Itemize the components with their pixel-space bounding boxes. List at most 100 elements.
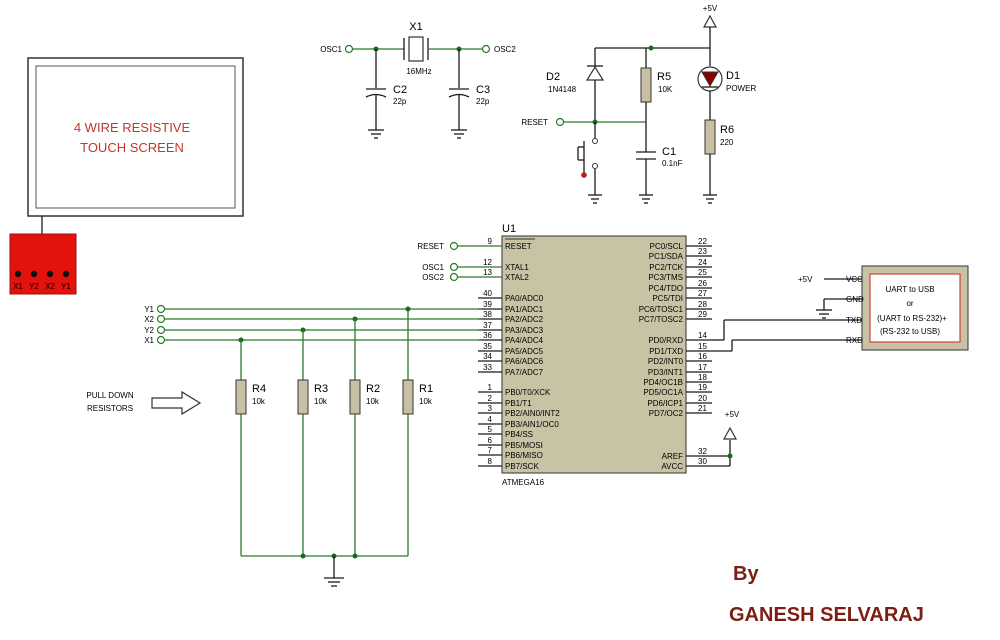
uart-supply-label: +5V — [798, 275, 813, 284]
d1-value: POWER — [726, 84, 756, 93]
mcu-pin-name: PC3/TMS — [648, 273, 683, 282]
mcu-pin-number: 6 — [488, 436, 493, 445]
mcu-pin-name: PA5/ADC5 — [505, 347, 544, 356]
mcu-pin-number: 15 — [698, 342, 707, 351]
c1-ref: C1 — [662, 146, 676, 158]
crystal-circuit: OSC1 OSC2 X1 16MHz C2 22p C3 22p — [320, 21, 516, 139]
mcu-pin-number: 25 — [698, 268, 707, 277]
mcu-pin-name: PC1/SDA — [649, 252, 684, 261]
mcu-pin-name: PA6/ADC6 — [505, 357, 544, 366]
mcu-pin-number: 26 — [698, 279, 707, 288]
mcu-pin-name: XTAL1 — [505, 263, 529, 272]
uart-module: UART to USB or (UART to RS-232)+ (RS-232… — [798, 265, 969, 351]
mcu-pin-name: PD3/INT1 — [648, 368, 684, 377]
mcu-pin-number: 8 — [488, 457, 493, 466]
mcu-pin-number: 18 — [698, 373, 707, 382]
uart-text-1: UART to USB — [885, 285, 934, 294]
mcu-pin-number: 5 — [488, 425, 493, 434]
mcu-pin-number: 39 — [483, 300, 492, 309]
uart-text-3: (UART to RS-232)+ — [877, 314, 947, 323]
crystal-value: 16MHz — [406, 67, 431, 76]
touch-screen: 4 WIRE RESISTIVE TOUCH SCREEN X1 Y2 X2 Y… — [9, 57, 244, 295]
mcu-pin-name: PC5/TDI — [652, 294, 683, 303]
uart-wiring: +5V — [712, 319, 846, 467]
c2-ref: C2 — [393, 84, 407, 96]
osc1-net-label: OSC1 — [422, 263, 444, 272]
mcu-pin-name: PC4/TDO — [648, 284, 683, 293]
mcu-pin-name: PD1/TXD — [649, 347, 683, 356]
mcu-pin-number: 3 — [488, 404, 493, 413]
mcu-pin-name: PB4/SS — [505, 430, 533, 439]
bus-label-x2: X2 — [144, 315, 154, 324]
r4-ref: R4 — [252, 383, 266, 395]
mcu-pin-number: 12 — [483, 258, 492, 267]
mcu-pin-name: PB6/MISO — [505, 451, 543, 460]
mcu-pin-number: 34 — [483, 352, 492, 361]
mcu-pin-number: 33 — [483, 363, 492, 372]
r3-ref: R3 — [314, 383, 328, 395]
uart-text-4: (RS-232 to USB) — [880, 327, 940, 336]
mcu-pin-name: PC0/SCL — [650, 242, 684, 251]
mcu-pin-name: XTAL2 — [505, 273, 529, 282]
mcu-pin-name: AREF — [662, 452, 683, 461]
connector-pin-x1: X1 — [13, 282, 23, 291]
connector-pin-y2: Y2 — [29, 282, 39, 291]
reset-circuit: +5V D2 1N4148 R5 10K RESET — [521, 4, 718, 204]
mcu-pin-number: 16 — [698, 352, 707, 361]
c3-ref: C3 — [476, 84, 490, 96]
reset-top-label: RESET — [521, 118, 548, 127]
mcu-pin-number: 23 — [698, 247, 707, 256]
bus-label-y2: Y2 — [144, 326, 154, 335]
mcu-pin-name: PD5/OC1A — [643, 388, 683, 397]
uart-pin-rxd: RXD — [846, 336, 863, 345]
r1-value: 10k — [419, 397, 433, 406]
mcu-pin-name: PB7/SCK — [505, 462, 539, 471]
mcu-pin-name: PA3/ADC3 — [505, 326, 544, 335]
mcu-pin-name: PC2/TCK — [649, 263, 683, 272]
c2-value: 22p — [393, 97, 407, 106]
crystal-ref: X1 — [409, 21, 422, 33]
mcu-pin-name: PB0/T0/XCK — [505, 388, 551, 397]
mcu-pin-number: 20 — [698, 394, 707, 403]
osc1-top-label: OSC1 — [320, 45, 342, 54]
mcu-pin-name: PB3/AIN1/OC0 — [505, 420, 559, 429]
mcu-pin-number: 29 — [698, 310, 707, 319]
mcu-pin-name: PA2/ADC2 — [505, 315, 544, 324]
touch-connector — [9, 233, 77, 295]
mcu-pin-number: 35 — [483, 342, 492, 351]
avcc-supply-label: +5V — [725, 410, 740, 419]
r6-ref: R6 — [720, 124, 734, 136]
mcu-pin-number: 22 — [698, 237, 707, 246]
mcu-pin-number: 21 — [698, 404, 707, 413]
bus-label-y1: Y1 — [144, 305, 154, 314]
mcu-pin-name: PC7/TOSC2 — [639, 315, 684, 324]
author-name: GANESH SELVARAJ — [729, 604, 924, 626]
mcu-pin-name: PD6/ICP1 — [647, 399, 683, 408]
arrow-icon — [151, 390, 202, 416]
vcc-top-label: +5V — [703, 4, 718, 13]
mcu-pin-number: 9 — [488, 237, 493, 246]
mcu-pin-name: PA4/ADC4 — [505, 336, 544, 345]
mcu-pin-name: PD0/RXD — [648, 336, 683, 345]
c1-value: 0.1nF — [662, 159, 683, 168]
pulldown-label-2: RESISTORS — [87, 404, 133, 413]
